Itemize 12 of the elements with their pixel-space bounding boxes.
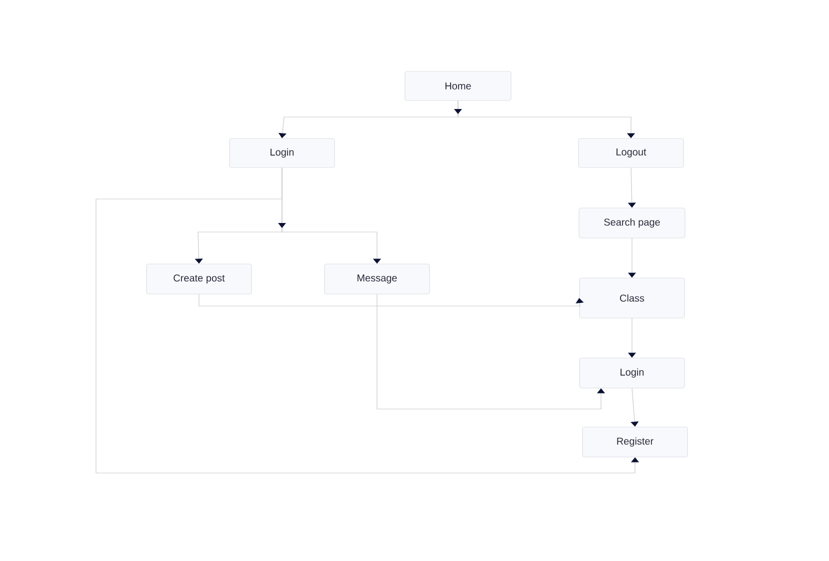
- page-box: Create post: [146, 264, 252, 294]
- page-box: Message: [324, 264, 430, 294]
- page-box: Home: [404, 71, 512, 101]
- page-box: Login: [229, 138, 335, 168]
- page-box: Login: [579, 358, 685, 388]
- page-box: Class: [579, 278, 685, 318]
- arrowhead: [454, 109, 462, 114]
- arrow: [458, 100, 636, 138]
- page-box: Register: [582, 426, 688, 458]
- arrowhead: [278, 223, 286, 228]
- page-box: Logout: [578, 138, 684, 168]
- page-box: Search page: [578, 208, 686, 238]
